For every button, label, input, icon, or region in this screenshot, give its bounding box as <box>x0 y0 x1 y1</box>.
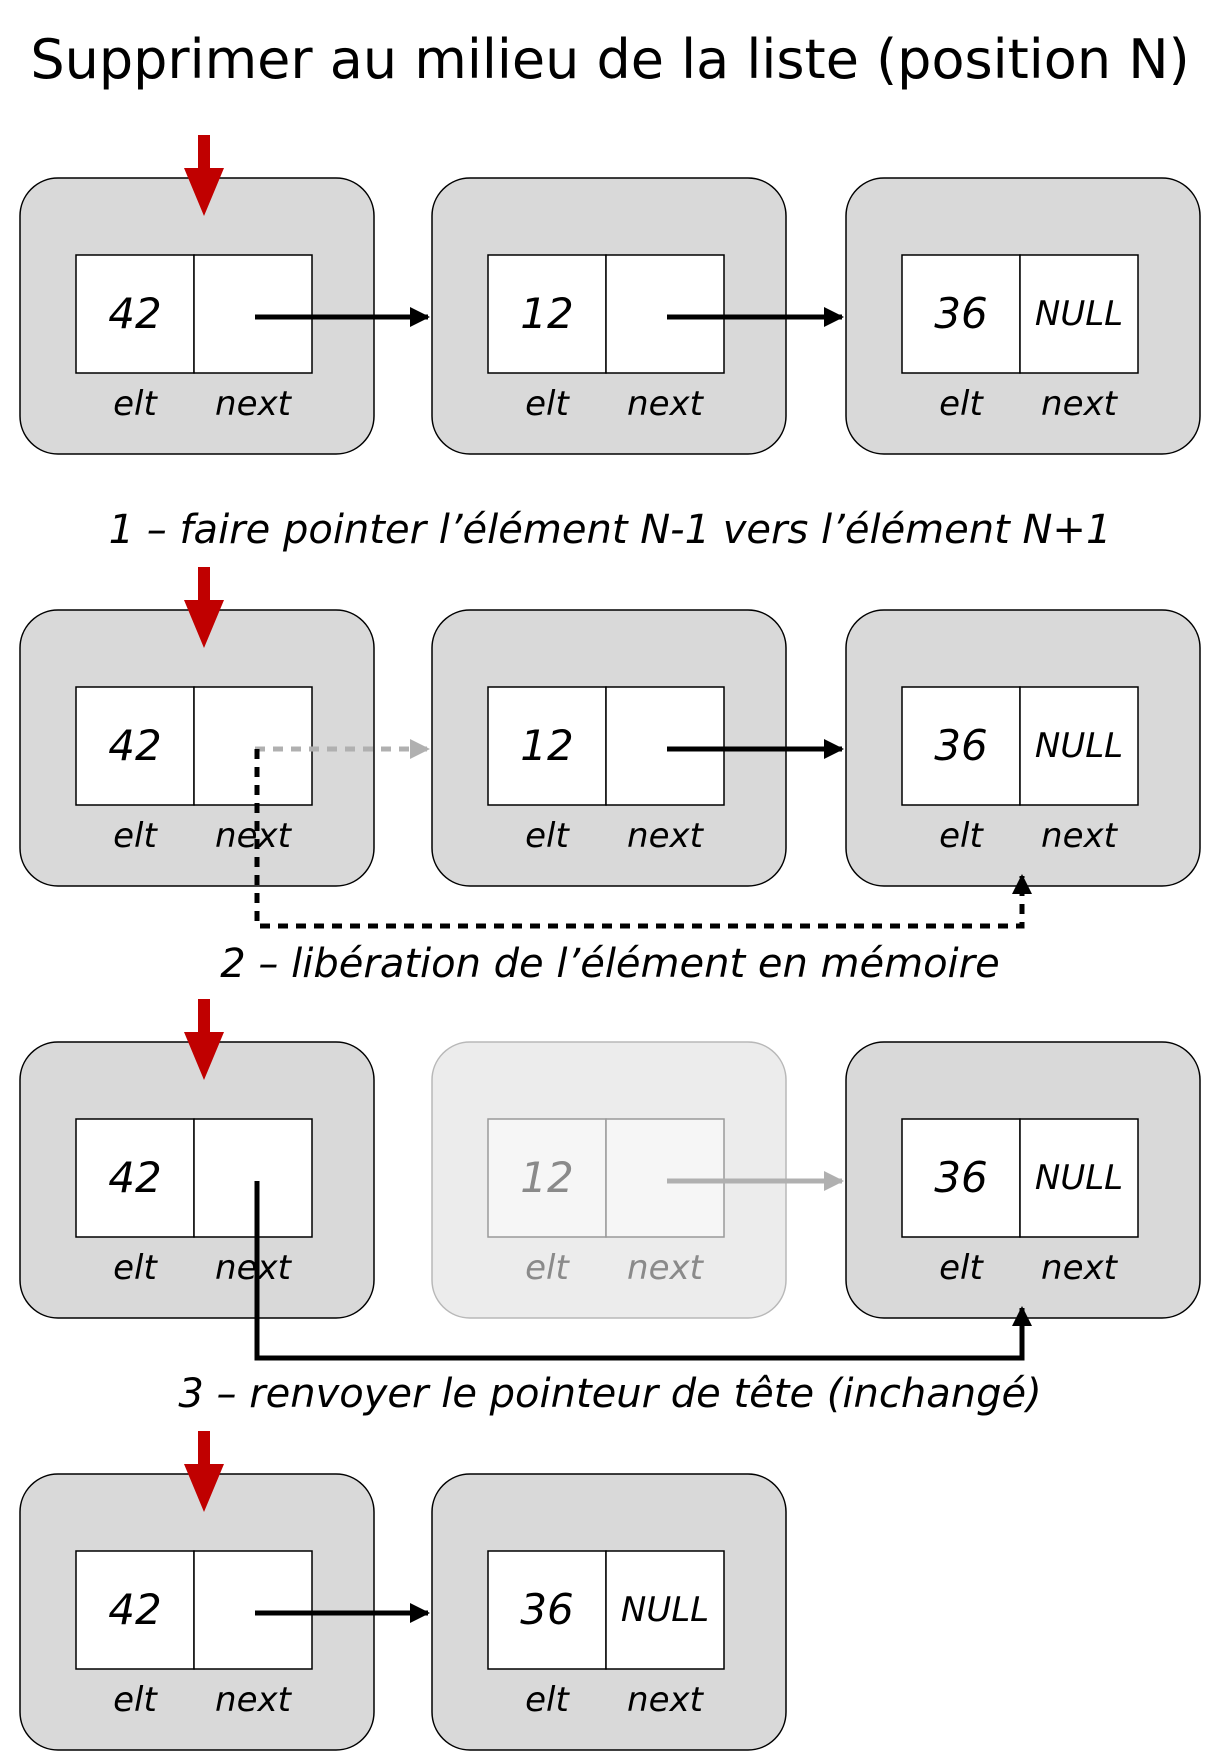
head-pointer-arrow <box>184 567 224 648</box>
next-cell <box>1019 254 1139 374</box>
next-label: next <box>627 816 705 856</box>
node-value: 36 <box>934 1153 987 1202</box>
elt-label: elt <box>525 1680 570 1720</box>
null-value: NULL <box>1035 726 1123 766</box>
next-label: next <box>215 816 293 856</box>
elt-cell <box>75 1550 195 1670</box>
next-cell <box>193 254 313 374</box>
node-4-2: 36 NULL elt next <box>431 1473 787 1751</box>
elt-cell <box>75 1118 195 1238</box>
node-value: 42 <box>108 1585 161 1634</box>
next-label: next <box>215 384 293 424</box>
next-label: next <box>627 1680 705 1720</box>
next-cell <box>193 1118 313 1238</box>
next-label: next <box>215 1248 293 1288</box>
next-cell <box>605 1118 725 1238</box>
node-3-2-freed: 12 elt next <box>431 1041 787 1319</box>
next-cell <box>605 254 725 374</box>
next-label: next <box>215 1680 293 1720</box>
elt-cell <box>487 254 607 374</box>
elt-label: elt <box>525 384 570 424</box>
node-value: 36 <box>520 1585 573 1634</box>
new-next-arrow-dashed <box>254 749 1032 929</box>
head-pointer-arrow <box>184 1431 224 1512</box>
node-value: 42 <box>108 721 161 770</box>
node-2-2: 12 elt next <box>431 609 787 887</box>
elt-cell <box>901 686 1021 806</box>
head-pointer-arrow <box>184 999 224 1080</box>
elt-cell <box>487 1550 607 1670</box>
node-value: 12 <box>520 721 573 770</box>
row-3: 42 elt next 12 elt next 36 NULL elt next <box>19 999 1201 1361</box>
node-2-1: 42 elt next <box>19 609 375 887</box>
node-1-1: 42 elt next <box>19 177 375 455</box>
elt-label: elt <box>113 1680 158 1720</box>
row-4: 42 elt next 36 NULL elt next <box>19 1431 787 1751</box>
elt-label: elt <box>939 816 984 856</box>
next-label: next <box>1041 816 1119 856</box>
head-pointer-arrow <box>184 135 224 216</box>
next-cell <box>605 686 725 806</box>
node-4-1: 42 elt next <box>19 1473 375 1751</box>
next-cell <box>193 686 313 806</box>
null-value: NULL <box>621 1590 709 1630</box>
node-value: 12 <box>520 1153 573 1202</box>
next-label: next <box>627 1248 705 1288</box>
elt-label: elt <box>113 816 158 856</box>
elt-label: elt <box>113 1248 158 1288</box>
step-1-caption: 1 – faire pointer l’élément N-1 vers l’é… <box>109 507 1112 553</box>
next-cell <box>193 1550 313 1670</box>
elt-label: elt <box>525 1248 570 1288</box>
node-value: 36 <box>934 721 987 770</box>
node-value: 12 <box>520 289 573 338</box>
elt-label: elt <box>939 384 984 424</box>
elt-cell <box>487 686 607 806</box>
node-3-1: 42 elt next <box>19 1041 375 1319</box>
next-label: next <box>1041 384 1119 424</box>
elt-cell <box>901 254 1021 374</box>
node-3-3: 36 NULL elt next <box>845 1041 1201 1319</box>
node-value: 42 <box>108 1153 161 1202</box>
elt-cell <box>75 254 195 374</box>
step-3-caption: 3 – renvoyer le pointeur de tête (inchan… <box>178 1371 1041 1417</box>
elt-cell <box>487 1118 607 1238</box>
row-1: 42 elt next 12 elt next 36 NULL elt next <box>19 135 1201 455</box>
next-label: next <box>1041 1248 1119 1288</box>
node-value: 36 <box>934 289 987 338</box>
elt-label: elt <box>113 384 158 424</box>
node-value: 42 <box>108 289 161 338</box>
elt-cell <box>75 686 195 806</box>
next-cell <box>605 1550 725 1670</box>
node-2-3: 36 NULL elt next <box>845 609 1201 887</box>
next-cell <box>1019 1118 1139 1238</box>
new-next-arrow <box>254 1181 1032 1361</box>
elt-label: elt <box>939 1248 984 1288</box>
node-1-3: 36 NULL elt next <box>845 177 1201 455</box>
next-label: next <box>627 384 705 424</box>
null-value: NULL <box>1035 294 1123 334</box>
next-cell <box>1019 686 1139 806</box>
row-2: 42 elt next 12 elt next 36 NULL elt next <box>19 567 1201 929</box>
step-2-caption: 2 – libération de l’élément en mémoire <box>220 941 999 987</box>
null-value: NULL <box>1035 1158 1123 1198</box>
page-title: Supprimer au milieu de la liste (positio… <box>30 28 1189 91</box>
elt-label: elt <box>525 816 570 856</box>
